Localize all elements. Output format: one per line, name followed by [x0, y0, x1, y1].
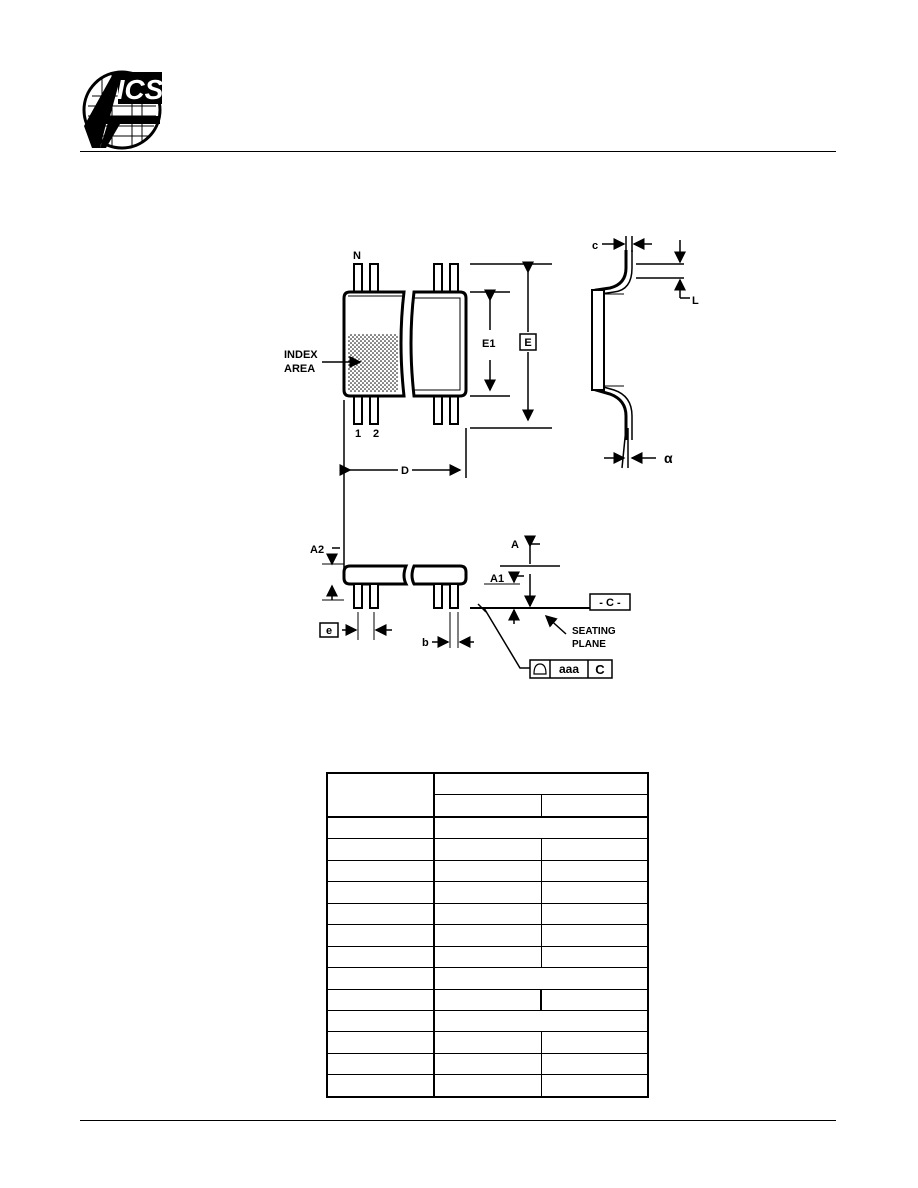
table-row: [326, 924, 649, 947]
table-cell: [540, 794, 649, 818]
footer-rule: [80, 1120, 836, 1121]
index-area-shading: [348, 334, 398, 392]
end-view: [591, 236, 690, 469]
logo-text: ICS: [117, 74, 164, 105]
width-dimensions: [470, 261, 552, 429]
datum-c-label: - C -: [599, 597, 621, 609]
b-label: b: [422, 637, 429, 649]
table-row: [326, 816, 649, 840]
l-label: L: [692, 295, 699, 307]
alpha-label: α: [664, 450, 673, 466]
table-row: [326, 859, 649, 883]
table-cell: [326, 772, 435, 818]
d-label: D: [401, 465, 409, 477]
e-label: E: [524, 337, 531, 349]
a-label: A: [511, 539, 519, 551]
fcf-aaa-label: aaa: [559, 662, 579, 676]
table-row: [326, 1031, 649, 1054]
pin-2-label: 2: [373, 428, 379, 440]
table-row: [326, 1052, 649, 1076]
c-label: c: [592, 240, 598, 252]
table-row: [326, 988, 649, 1012]
table-row: [326, 1074, 649, 1098]
table-cell: [433, 772, 649, 796]
index-area-label-line1: INDEX: [284, 349, 318, 361]
table-header-row: [326, 772, 649, 818]
table-row: [326, 1010, 649, 1033]
front-view: [319, 535, 631, 679]
table-row: [326, 967, 649, 990]
a1-label: A1: [490, 573, 504, 585]
header-rule: [80, 151, 836, 152]
length-dimension: [339, 400, 467, 568]
ics-logo: ICS: [80, 66, 164, 150]
table-subheader-row: [327, 794, 649, 818]
table-row: [326, 881, 649, 904]
e-pitch-label: e: [326, 625, 332, 637]
a2-label: A2: [310, 544, 324, 556]
table-row: [326, 945, 649, 969]
top-view: [322, 263, 468, 425]
table-cell: [433, 794, 542, 818]
fcf-datum-label: C: [595, 662, 605, 677]
seating-plane-label-line2: PLANE: [572, 639, 606, 650]
seating-plane-label-line1: SEATING: [572, 626, 616, 637]
pin-n-label: N: [353, 250, 361, 262]
e1-label: E1: [482, 338, 495, 350]
dimensions-table: [326, 772, 649, 1098]
index-area-label-line2: AREA: [284, 363, 315, 375]
table-row: [326, 902, 649, 926]
package-outline-drawing: N 1 2 INDEX AREA E1 E D: [284, 236, 699, 679]
table-row: [326, 838, 649, 861]
pin-1-label: 1: [355, 428, 361, 440]
